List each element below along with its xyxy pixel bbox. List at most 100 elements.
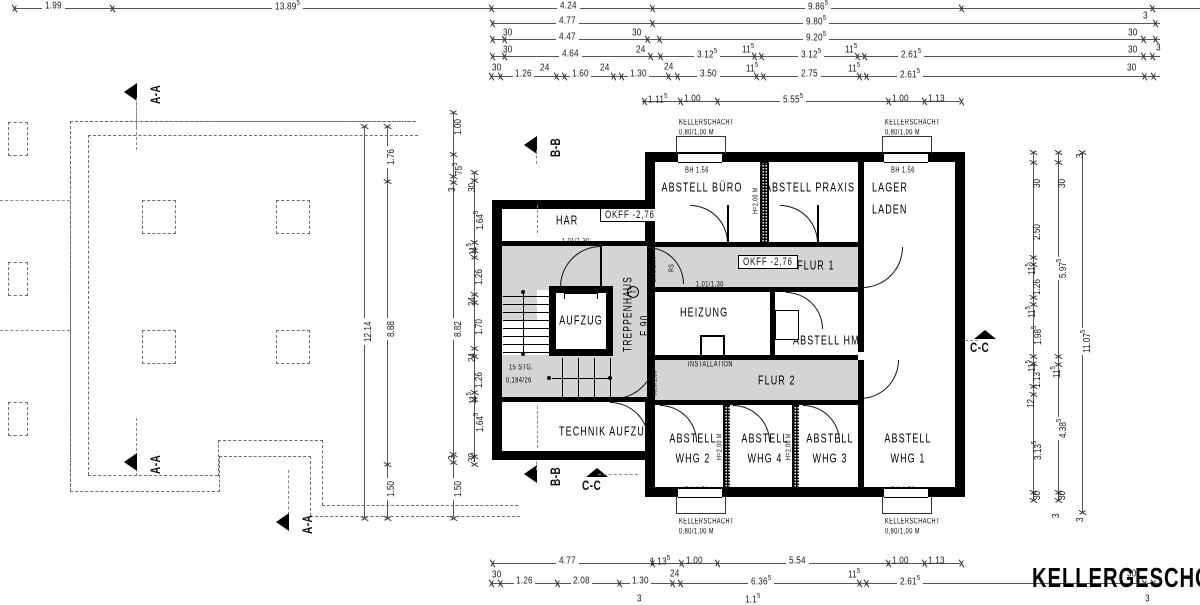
kellerschacht-size-2: 0,80/1,00 M xyxy=(885,129,921,138)
dim-left-3b: 3 xyxy=(446,455,458,460)
dim-right-11-07: 11.075 xyxy=(1080,327,1093,355)
bh-label-b: BH 1,56 xyxy=(891,167,915,176)
dim-left-11-5a: 115 xyxy=(466,243,479,255)
dim-top-4-77: 4.77 xyxy=(556,14,579,27)
dim-top-11-5c: 115 xyxy=(746,61,759,75)
room-label-abstell-whg1-b: WHG 1 xyxy=(890,451,926,466)
dim-left-30b: 30 xyxy=(466,452,478,462)
room-label-abstell-hm: ABSTELL HM xyxy=(793,333,860,348)
h200-label-c: H=2,00 M xyxy=(785,433,794,460)
bh-label-a: BH 1,56 xyxy=(685,167,709,176)
rm-marker: RM xyxy=(627,286,639,298)
dim-right-12: 12 xyxy=(1025,398,1037,408)
dim-right-1-26: 1.26 xyxy=(1031,279,1043,295)
partition-hatch-1 xyxy=(760,162,769,244)
dim-top-24a: 24 xyxy=(636,43,646,56)
section-label-aa-mid: A-A xyxy=(149,454,164,474)
dim-bot-11-5: 115 xyxy=(848,567,861,581)
room-label-f90: F 90 xyxy=(637,314,652,336)
wall-har-bottom xyxy=(502,241,645,246)
room-label-abstell-whg1-a: ABSTELL xyxy=(884,431,932,446)
dim-right-11-5a: 115 xyxy=(1025,263,1038,275)
dim-top-4-47: 4.47 xyxy=(556,30,579,43)
dim-right-3c: 3 xyxy=(1074,517,1086,522)
wall-flur2-top xyxy=(655,355,858,360)
room-abstell-whg-1 xyxy=(864,405,955,487)
dim-bot-1-00a: 1.00 xyxy=(686,554,703,567)
section-label-aa-bottom: A-A xyxy=(301,514,316,534)
dim-left-1-64b: 1.645 xyxy=(473,412,486,432)
dim-bot-1-26: 1.26 xyxy=(514,574,535,587)
section-label-bb-top: B-B xyxy=(549,137,564,157)
dim-top-9-86: 9.865 xyxy=(805,0,832,12)
room-label-laden: LADEN xyxy=(872,202,908,217)
room-label-abstell-whg4-b: WHG 4 xyxy=(747,451,783,466)
wall-outer-top xyxy=(645,152,965,162)
wall-flur2-bottom xyxy=(655,400,858,405)
dim-left-24b: 24 xyxy=(466,352,478,362)
dim-top-30d: 30 xyxy=(503,43,513,56)
dim-bot-2-08: 2.08 xyxy=(571,574,592,587)
section-marker-cc-bot-arrow xyxy=(586,468,608,477)
dim-top-4-64: 4.64 xyxy=(559,47,582,60)
wall-outer-left xyxy=(492,200,502,460)
dim-bot-5-54: 5.54 xyxy=(786,554,809,567)
dim-top-30e: 30 xyxy=(1128,43,1138,56)
wall-har-top xyxy=(492,200,652,209)
dim-right-11-5c: 115 xyxy=(1025,360,1038,372)
room-label-abstell-whg2-b: WHG 2 xyxy=(675,451,711,466)
section-marker-bb-bot-arrow xyxy=(524,465,537,483)
kellerschacht-label-2: KELLERSCHACHT xyxy=(885,119,940,128)
kellerschacht-label-4: KELLERSCHACHT xyxy=(885,518,940,527)
wall-flur1-top xyxy=(655,242,858,247)
dim-left-11-5b: 115 xyxy=(466,392,479,404)
window-bottom-right xyxy=(884,488,928,498)
door-dim-101-130-c: 1,01/1,30 xyxy=(696,281,724,290)
dim-right-30b: 30 xyxy=(1031,490,1043,500)
dim-top-3-50: 3.50 xyxy=(697,67,720,80)
dim-right-3-13: 3.135 xyxy=(1031,440,1044,460)
column-stub-1 xyxy=(8,122,28,156)
wall-flur1-bottom-a xyxy=(655,287,770,292)
corridor-flur-2 xyxy=(655,360,858,400)
dim-top-5-55: 5.555 xyxy=(780,92,807,106)
dim-bot-24: 24 xyxy=(670,567,680,580)
window-bottom-left xyxy=(678,488,722,498)
dim-top-3-12b: 3.125 xyxy=(798,47,825,61)
kellerschacht-label-3: KELLERSCHACHT xyxy=(679,518,734,527)
dim-top-24b: 24 xyxy=(540,61,550,74)
dim-right-2-50: 2.50 xyxy=(1031,224,1043,240)
dim-left-3a: 3 xyxy=(446,187,458,192)
door-dim-885-130: 88,5/1,30 xyxy=(651,369,660,396)
room-label-aufzug: AUFZUG xyxy=(559,313,603,328)
dim-top-1-11: 1.115 xyxy=(648,92,668,106)
dim-top-1-13: 1.13 xyxy=(928,92,945,105)
dim-top-1-00b: 1.00 xyxy=(892,92,909,105)
h200-label-b: H=2,00 M xyxy=(716,433,725,460)
dim-right-30a: 30 xyxy=(1031,178,1043,188)
rs-label: RS xyxy=(668,263,677,272)
dim-right-1-98: 1.985 xyxy=(1031,325,1044,345)
wall-whg1-left xyxy=(858,360,864,497)
column-interior-4 xyxy=(276,330,310,364)
dim-left-30a: 30 xyxy=(466,182,478,192)
okff-label-2: OKFF -2,76 xyxy=(738,255,798,269)
dim-bot-3b: 3 xyxy=(1145,592,1150,605)
dim-top-30c: 30 xyxy=(1128,26,1138,39)
dim-top-11-5d: 115 xyxy=(848,61,861,75)
dim-left-1-26a: 1.26 xyxy=(473,269,485,285)
dim-left-1-00: 1.00 xyxy=(452,119,464,135)
dim-top-13-89: 13.895 xyxy=(272,0,304,12)
section-label-bb-bottom: B-B xyxy=(549,466,564,486)
dim-left-8-82: 8.82 xyxy=(452,318,464,340)
dim-bot-1-00b: 1.00 xyxy=(892,554,909,567)
dim-bot-30b: 30 xyxy=(1127,567,1137,580)
wall-outer-bottom xyxy=(645,487,965,497)
dim-top-30b: 30 xyxy=(632,26,642,39)
h200-label-a: H=2,00 M xyxy=(752,187,761,214)
section-marker-bb-top-arrow xyxy=(524,136,537,154)
dim-top-1-99: 1.99 xyxy=(42,0,65,12)
page-title: KELLERGESCHOSS xyxy=(1032,562,1200,594)
dim-left-75-5: 755 xyxy=(452,162,465,175)
